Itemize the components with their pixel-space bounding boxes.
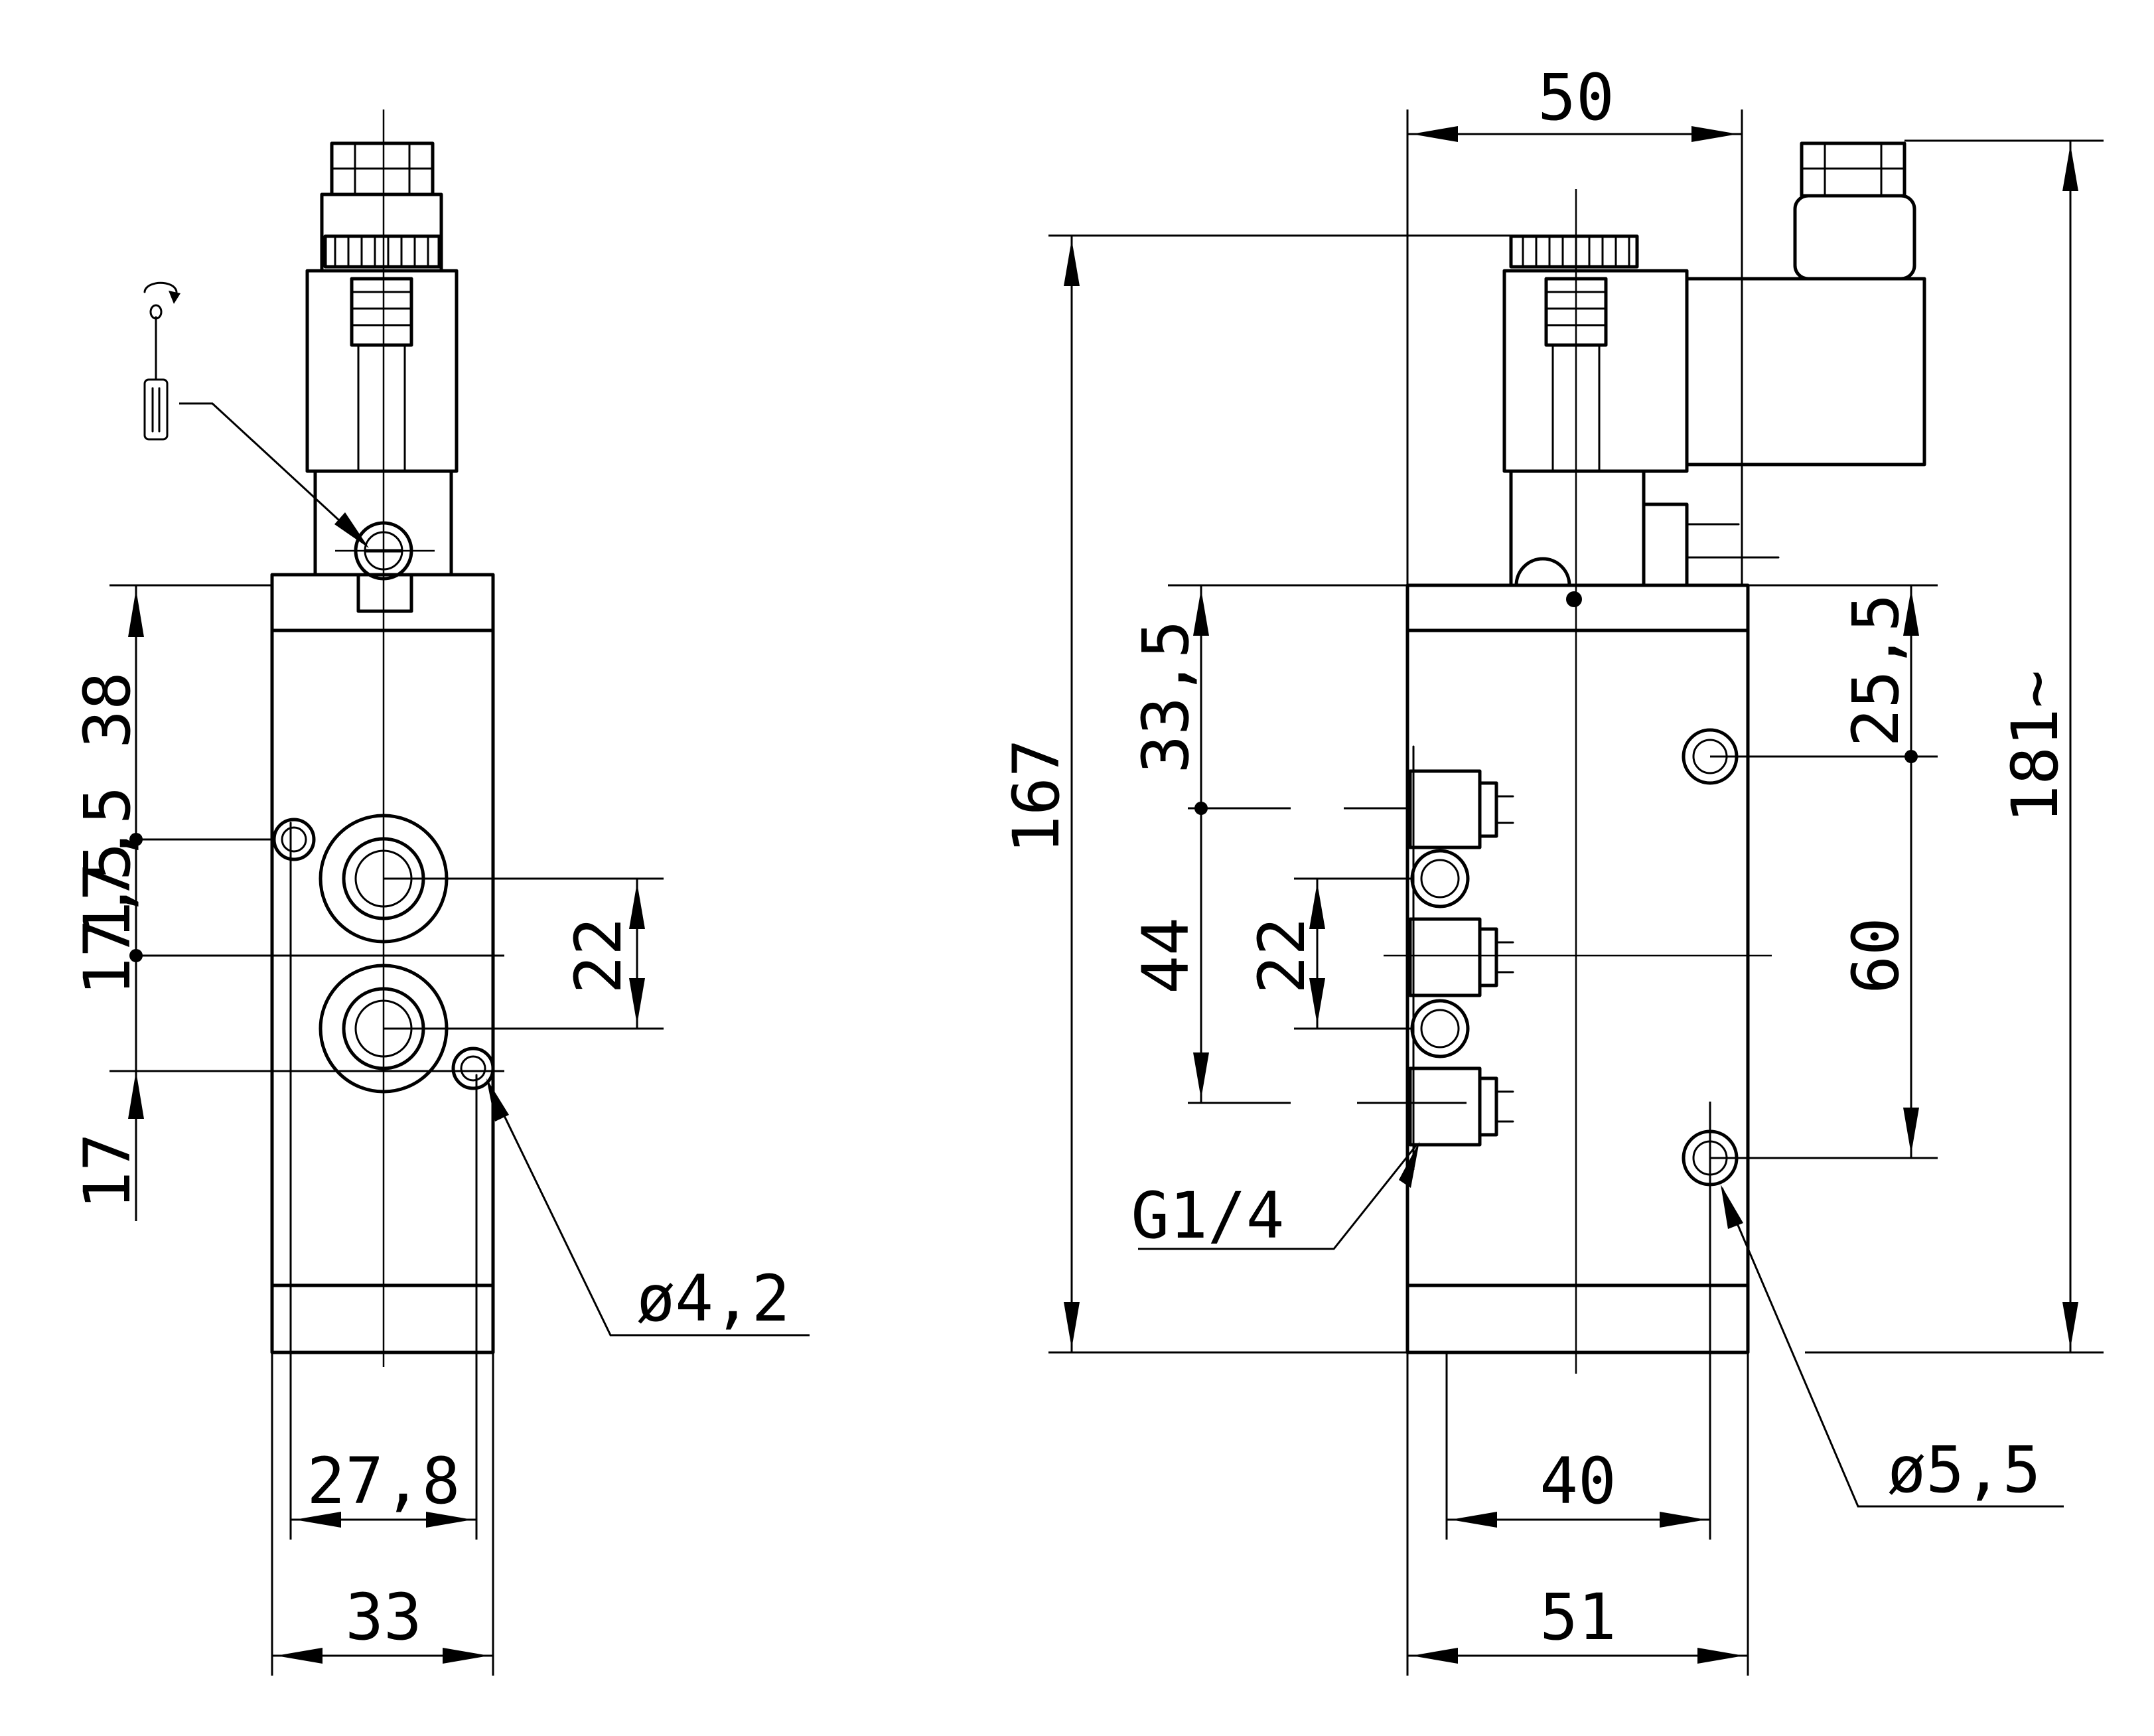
dim-offset-1: 33,5: [1129, 620, 1203, 773]
screwdriver-icon: [143, 304, 169, 441]
pilot-block: [1642, 502, 1689, 587]
dim-body-width-left: 33: [345, 1580, 422, 1654]
dim-hole-dia-right: ø5,5: [1887, 1433, 2041, 1507]
dim-offset-2: 44: [1129, 917, 1203, 994]
coil-housing: [305, 269, 459, 473]
manual-override-tab: [356, 573, 413, 613]
connector-plug: [1685, 277, 1926, 467]
mounting-hole-upper: [272, 818, 316, 861]
dim-hole-dia-left: ø4,2: [636, 1262, 790, 1336]
dim-body-width-right: 51: [1540, 1580, 1616, 1654]
fitting-1: [1408, 769, 1482, 849]
dim-spacing-2: 17,5: [70, 842, 145, 995]
override-screw-front: [1514, 557, 1571, 587]
knurled-nut: [323, 234, 441, 269]
dim-port-pitch-left: 22: [561, 917, 636, 994]
dim-hole-spacing-right: 40: [1540, 1444, 1616, 1518]
right-view: 50 167 33,5 44 22 G1/4 25,5 60 181~ 40 5…: [999, 60, 2104, 1676]
mounting-hole-lower: [451, 1047, 495, 1090]
left-view: 38 17,5 17,5 17 22 ø4,2 27,8 33: [70, 109, 810, 1676]
rotate-arrow-icon: [143, 281, 180, 304]
connector-head: [1793, 194, 1916, 281]
dim-overall-height: 181~: [1998, 670, 2072, 823]
valve-body-front: [1405, 583, 1750, 1354]
dim-hole-offset: 25,5: [1839, 593, 1913, 747]
dim-top-width: 50: [1538, 60, 1615, 135]
connector-body: [320, 192, 443, 273]
knurled-nut-front: [1509, 234, 1639, 269]
fitting-3: [1408, 1066, 1482, 1147]
armature-tube: [350, 277, 413, 347]
solenoid-base-front: [1509, 469, 1646, 587]
dim-height-top: 38: [70, 672, 145, 749]
dim-thread: G1/4: [1131, 1179, 1284, 1253]
dim-spacing-1: 17,5: [70, 786, 145, 939]
dim-height-bottom: 17: [70, 1133, 145, 1210]
dim-total-height: 167: [999, 739, 1074, 853]
dim-port-pitch-right: 22: [1245, 917, 1319, 994]
dim-hole-pitch: 60: [1839, 917, 1913, 994]
dim-hole-spacing-left: 27,8: [307, 1444, 460, 1518]
fitting-2: [1408, 917, 1482, 997]
coil-housing-front: [1502, 269, 1689, 473]
valve-body-side: [270, 573, 495, 1354]
